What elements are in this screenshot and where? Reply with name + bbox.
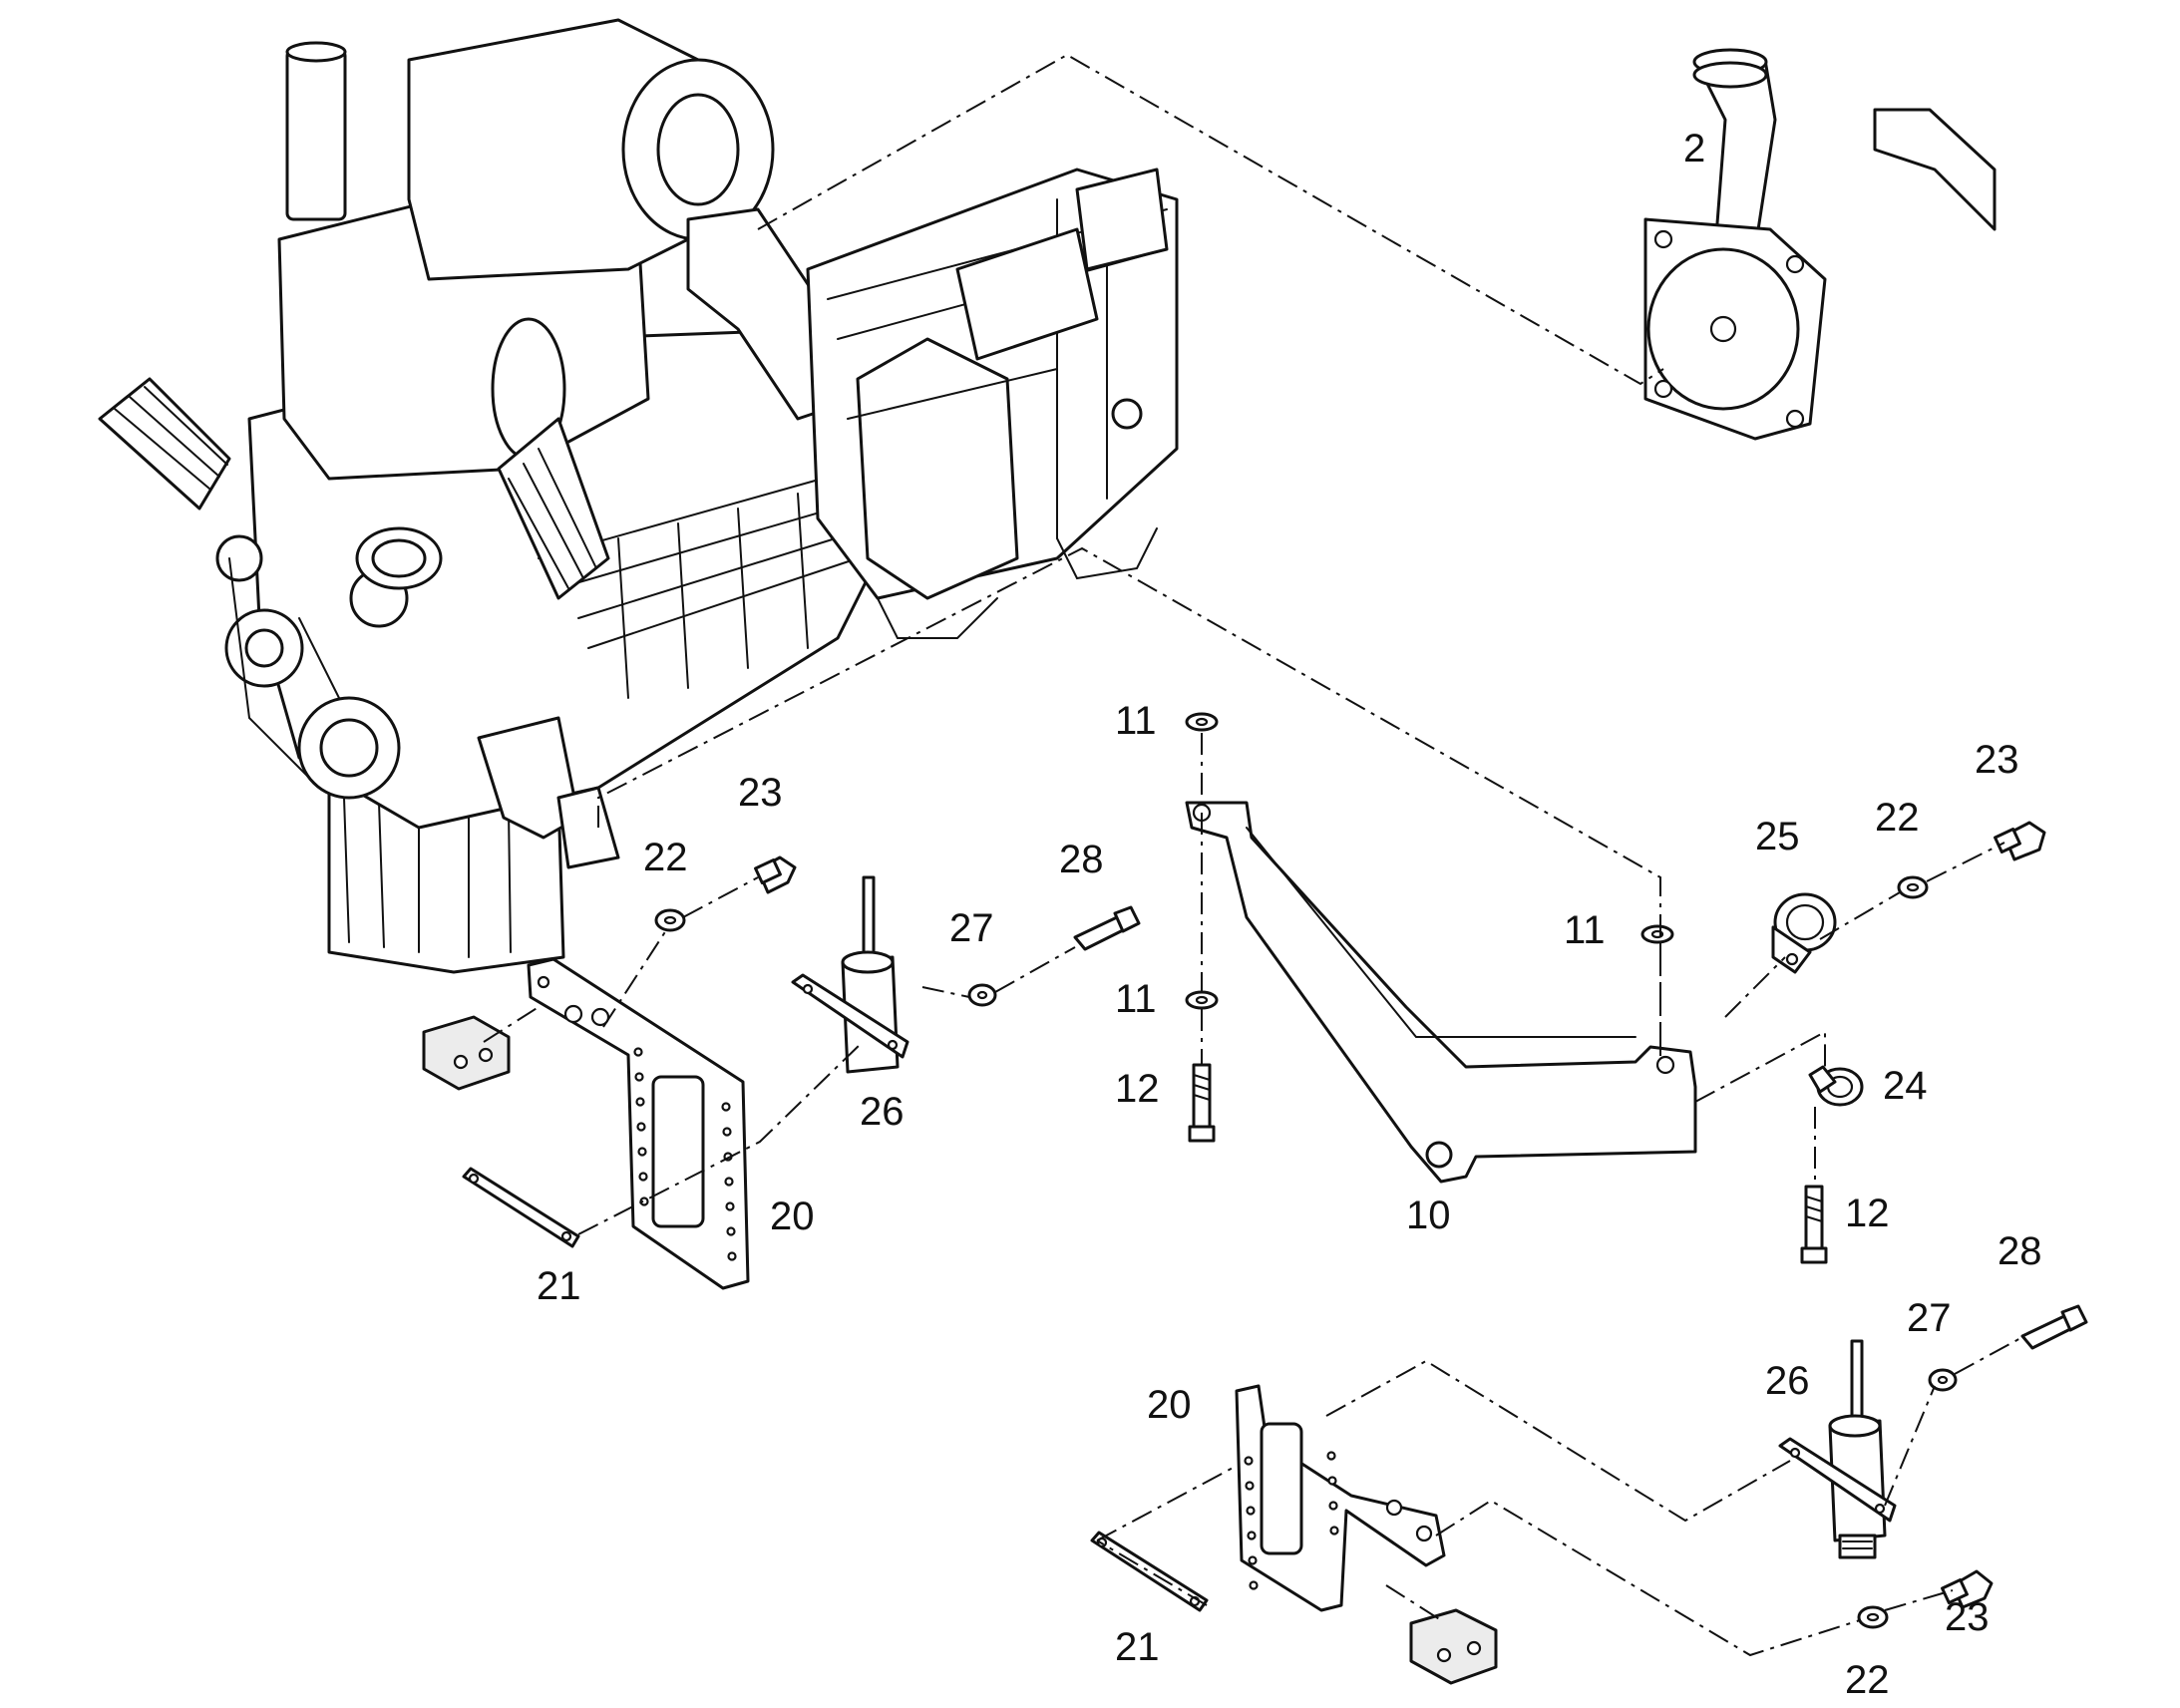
callout-23: 23 <box>1975 738 2019 782</box>
callout-21: 21 <box>1115 1625 1160 1669</box>
part-2-suction-pipe <box>1643 48 1997 441</box>
callout-26: 26 <box>860 1090 905 1134</box>
assembly-lines <box>483 53 2025 1657</box>
callout-22: 22 <box>1845 1658 1890 1702</box>
callout-23: 23 <box>738 771 783 815</box>
callout-27: 27 <box>949 906 994 950</box>
callout-25: 25 <box>1755 815 1800 858</box>
callout-22: 22 <box>1875 796 1920 840</box>
callout-11: 11 <box>1115 977 1157 1021</box>
callout-28: 28 <box>1059 838 1104 881</box>
callout-20: 20 <box>1147 1383 1192 1427</box>
callout-27: 27 <box>1907 1296 1952 1340</box>
right-mounting-set <box>1090 1339 1897 1685</box>
callout-12: 12 <box>1115 1067 1160 1111</box>
callout-10: 10 <box>1406 1194 1451 1237</box>
callout-24: 24 <box>1883 1064 1928 1108</box>
callout-22: 22 <box>643 836 688 879</box>
hardware <box>654 712 2088 1629</box>
engine-transmission-assembly <box>98 18 1179 974</box>
callout-11: 11 <box>1564 908 1606 952</box>
callout-2: 2 <box>1683 127 1705 171</box>
callout-21: 21 <box>537 1264 581 1308</box>
callout-labels: 2 11 11 11 12 12 10 23 22 28 27 26 20 21… <box>537 127 2042 1702</box>
callout-26: 26 <box>1765 1359 1810 1403</box>
part-10-bracket <box>1185 801 1697 1184</box>
callout-23: 23 <box>1945 1595 1990 1639</box>
callout-12: 12 <box>1845 1192 1890 1235</box>
left-mounting-set <box>422 875 909 1290</box>
callout-20: 20 <box>770 1195 815 1238</box>
callout-11: 11 <box>1115 699 1157 743</box>
callout-28: 28 <box>1998 1229 2042 1273</box>
